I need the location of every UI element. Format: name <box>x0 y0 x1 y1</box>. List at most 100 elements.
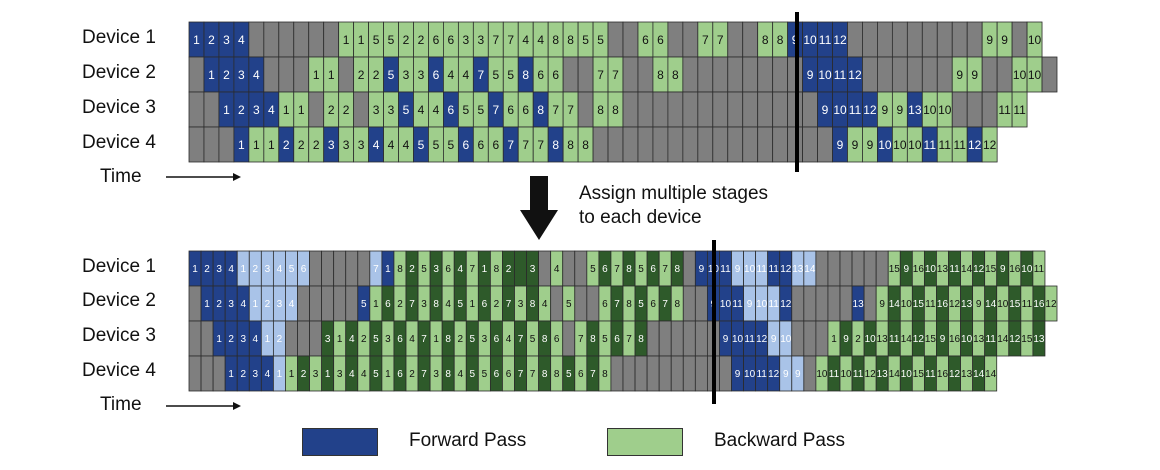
top-cell-label: 5 <box>388 33 395 47</box>
bottom-cell-label: 9 <box>795 369 801 380</box>
bottom-cell-idle <box>815 250 829 287</box>
top-cell-label: 1 <box>238 138 245 152</box>
bottom-cell-label: 15 <box>925 334 937 345</box>
top-cell-label: 5 <box>582 33 589 47</box>
bottom-cell-label: 15 <box>913 299 925 310</box>
bottom-cell-label: 9 <box>1000 264 1006 275</box>
top-cell-label: 10 <box>833 103 847 117</box>
bottom-cell-label: 14 <box>985 299 997 310</box>
bottom-cell-label: 12 <box>768 369 780 380</box>
bottom-cell-idle <box>574 250 588 287</box>
bottom-cell-label: 4 <box>506 334 512 345</box>
bottom-cell-label: 9 <box>723 334 729 345</box>
top-cell-label: 2 <box>298 138 305 152</box>
bottom-cell-idle <box>345 250 359 287</box>
bottom-cell-idle <box>634 355 648 392</box>
bottom-cell-label: 3 <box>518 299 524 310</box>
bottom-cell-label: 16 <box>1009 264 1021 275</box>
top-cell-idle <box>697 91 714 128</box>
top-cell-idle <box>757 91 774 128</box>
bottom-cell-idle <box>791 285 805 322</box>
top-cell-idle <box>981 56 998 93</box>
top-cell-label: 1 <box>268 138 275 152</box>
bottom-cell-label: 5 <box>638 264 644 275</box>
bottom-cell-label: 15 <box>1009 299 1021 310</box>
bottom-cell-label: 2 <box>855 334 861 345</box>
bottom-cell-label: 11 <box>925 299 936 310</box>
top-cell-label: 5 <box>433 138 440 152</box>
bottom-cell-label: 4 <box>445 299 451 310</box>
top-cell-label: 6 <box>492 138 499 152</box>
bottom-cell-label: 2 <box>253 264 259 275</box>
top-cell-idle <box>353 91 369 128</box>
top-cell-label: 7 <box>507 33 514 47</box>
bottom-cell-label: 3 <box>433 264 439 275</box>
bottom-cell-label: 9 <box>735 369 741 380</box>
bottom-cell-idle <box>839 285 853 322</box>
bottom-cell-idle <box>538 250 552 287</box>
top-cell-idle <box>592 126 609 163</box>
top-cell-label: 5 <box>388 68 395 82</box>
top-cell-label: 2 <box>313 138 320 152</box>
bottom-cell-idle <box>815 285 829 322</box>
bottom-cell-idle <box>200 355 214 392</box>
top-cell-label: 2 <box>223 68 230 82</box>
top-cell-label: 10 <box>1013 68 1027 82</box>
top-cell-label: 8 <box>582 138 589 152</box>
top-cell-label: 9 <box>1001 33 1008 47</box>
bottom-cell-label: 2 <box>494 299 500 310</box>
top-cell-label: 2 <box>358 68 365 82</box>
bottom-cell-label: 7 <box>421 369 427 380</box>
top-cell-label: 7 <box>597 68 604 82</box>
bottom-cell-label: 6 <box>445 264 451 275</box>
top-cell-idle <box>323 21 340 58</box>
bottom-cell-label: 1 <box>337 334 343 345</box>
bottom-cell-label: 7 <box>373 264 379 275</box>
bottom-cell-label: 6 <box>578 369 584 380</box>
bottom-cell-idle <box>646 355 660 392</box>
bottom-cell-label: 5 <box>482 369 488 380</box>
bottom-cell-label: 10 <box>925 264 937 275</box>
top-cell-label: 3 <box>328 138 335 152</box>
bottom-cell-label: 11 <box>925 369 936 380</box>
top-cell-label: 4 <box>373 138 380 152</box>
bottom-cell-label: 15 <box>1021 334 1033 345</box>
bottom-cell-label: 2 <box>265 299 271 310</box>
bottom-cell-idle <box>863 285 877 322</box>
bottom-cell-label: 2 <box>277 334 283 345</box>
top-cell-label: 6 <box>463 138 470 152</box>
bottom-cell-label: 9 <box>699 264 705 275</box>
top-cell-idle <box>802 126 818 163</box>
top-cell-label: 4 <box>238 33 245 47</box>
top-cell-label: 12 <box>848 68 862 82</box>
bottom-cell-idle <box>803 285 817 322</box>
bottom-cell-label: 1 <box>831 334 837 345</box>
top-cell-idle <box>742 126 759 163</box>
bottom-cell-label: 5 <box>373 369 379 380</box>
top-cell-label: 6 <box>433 68 440 82</box>
bottom-cell-idle <box>875 250 889 287</box>
top-cell-label: 10 <box>803 33 817 47</box>
bottom-cell-idle <box>839 250 853 287</box>
top-cell-label: 5 <box>507 68 514 82</box>
bottom-cell-label: 7 <box>614 299 620 310</box>
bottom-cell-label: 6 <box>554 334 560 345</box>
bottom-cell-label: 13 <box>937 264 949 275</box>
bottom-cell-label: 5 <box>566 369 572 380</box>
top-cell-label: 9 <box>882 103 889 117</box>
bottom-cell-label: 8 <box>602 369 608 380</box>
top-cell-label: 5 <box>403 103 410 117</box>
bottom-cell-label: 8 <box>542 369 548 380</box>
top-cell-label: 1 <box>253 138 260 152</box>
bottom-cell-idle <box>803 320 817 357</box>
top-cell-idle <box>637 91 654 128</box>
top-cell-label: 3 <box>253 103 260 117</box>
bottom-cell-label: 14 <box>889 369 901 380</box>
bottom-cell-label: 6 <box>397 334 403 345</box>
top-cell-label: 1 <box>193 33 200 47</box>
bottom-cell-label: 6 <box>650 264 656 275</box>
top-cell-label: 6 <box>657 33 664 47</box>
top-cell-idle <box>682 91 699 128</box>
top-cell-label: 10 <box>908 138 922 152</box>
bottom-cell-label: 7 <box>421 334 427 345</box>
